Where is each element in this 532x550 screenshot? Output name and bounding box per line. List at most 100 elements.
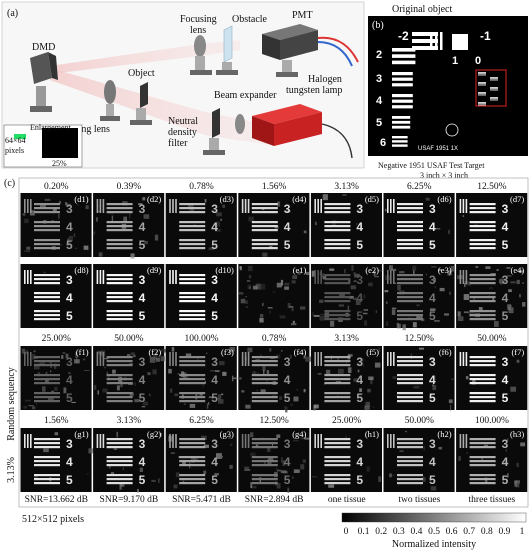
noise-speck [338,368,344,374]
noise-speck [206,403,209,409]
usaf-bar [469,442,496,445]
usaf-bar [179,442,206,445]
noise-speck [74,247,77,249]
noise-speck [130,253,135,259]
noise-speck [428,356,435,361]
noise-speck [32,353,36,360]
usaf-bar [251,221,278,224]
enlargement-pct: 25% [52,159,67,168]
usaf-bar [324,360,351,363]
usaf-bar [469,456,496,459]
noise-speck [359,388,362,392]
usaf-bar [324,382,351,385]
noise-speck [252,371,257,375]
noise-speck [44,198,51,201]
noise-speck [423,446,425,451]
usaf-bar [179,382,206,385]
usaf-group-number: 5 [66,238,73,252]
noise-speck [302,459,306,463]
usaf-group-number: 5 [356,473,363,487]
usaf-bar [469,292,496,295]
usaf-group-number: 5 [356,309,363,323]
usaf-bar [251,247,278,250]
usaf-vbar [24,352,26,366]
noise-speck [345,361,348,364]
cell-label: (g4) [292,429,306,439]
usaf-group-number: 4 [284,220,291,234]
usaf-vbar [320,270,322,284]
noise-speck [432,384,434,387]
usaf-bar [251,392,278,395]
usaf-group-number: 5 [211,473,218,487]
usaf-bar [34,360,60,363]
noise-speck [311,270,316,277]
noise-speck [389,473,392,478]
noise-speck [425,197,430,201]
usaf-bar [397,314,423,317]
reconstruction-cell: 345(h3) [456,428,528,492]
noise-speck [516,359,520,363]
reconstruction-cell: 345(d9) [93,264,165,328]
enlargement-arrow [14,134,26,139]
noise-speck [98,252,103,257]
usaf-bar [251,211,278,214]
noise-speck [154,234,159,241]
usaf-vbar [99,434,102,448]
usaf-bar [34,314,60,317]
usaf-vbar [317,270,319,284]
usaf-bar [397,460,423,463]
noise-speck [276,354,281,359]
noise-speck [372,406,375,408]
noise-speck [506,438,509,441]
usaf-bar [179,460,206,463]
noise-speck [139,467,144,473]
noise-speck [267,307,273,309]
usaf-bar [179,464,206,467]
noise-speck [373,270,376,276]
usaf-vbar [96,199,99,213]
cell-background [238,264,310,328]
colorbar-tick-label: 0.8 [481,527,493,537]
noise-speck [507,473,509,478]
noise-speck [312,312,314,316]
usaf-bar [469,360,496,363]
usaf-vbar [320,352,322,366]
colorbar-tick-label: 0 [344,527,349,537]
noise-speck [168,368,172,374]
usaf-group-number: 5 [284,238,291,252]
noise-speck [286,210,291,213]
noise-speck [507,304,512,310]
cell-caption: SNR=5.471 dB [172,495,231,505]
colorbar-tick-label: 0.6 [446,527,458,537]
cell-label: (d5) [365,194,379,204]
colorbar-gradient [341,512,527,523]
object-label: Object [128,68,155,79]
noise-speck [86,473,89,475]
noise-speck [457,311,461,317]
usaf-bar [179,203,206,206]
usaf-bar [251,225,278,228]
noise-speck [215,245,217,249]
noise-speck [463,311,469,314]
usaf-bar [179,392,206,395]
noise-speck [158,478,160,483]
noise-speck [155,357,161,362]
cell-label: (f3) [221,347,234,357]
usaf-group-number: 4 [211,291,218,305]
usaf-bar [34,464,60,467]
pmt-device [262,24,359,77]
reconstruction-cell: 345(d8) [20,264,92,328]
usaf-fine-bar [478,102,486,103]
halogen-lamp-label-2: tungsten lamp [286,85,342,96]
reconstruction-cell: 345(g3) [165,428,237,492]
usaf-vbar [390,352,392,366]
usaf-bar [179,278,206,281]
usaf-bar [469,225,496,228]
noise-speck [33,363,40,370]
noise-speck [314,221,317,226]
noise-speck [246,280,251,282]
usaf-bar [469,300,496,303]
cell-caption: 50.00% [405,416,434,426]
